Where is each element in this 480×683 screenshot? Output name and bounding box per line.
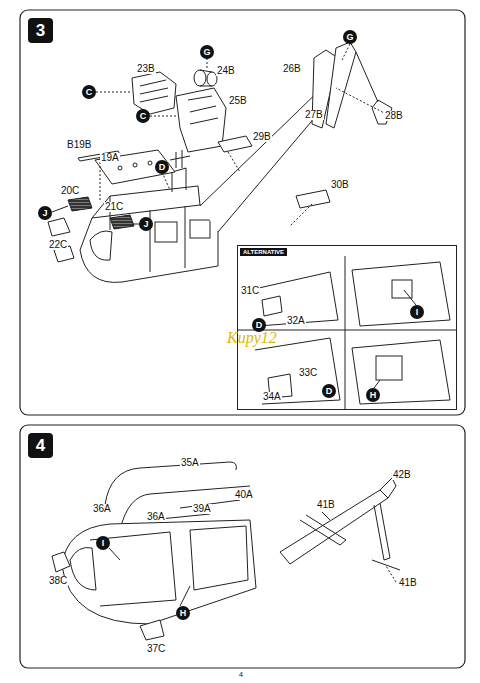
part-number: 19A	[100, 153, 120, 163]
part-number: 20C	[60, 186, 80, 196]
callout-letter: D	[155, 160, 169, 174]
part-number: B19B	[66, 140, 92, 150]
part-number: 41B	[398, 578, 418, 588]
callout-letter: G	[343, 30, 357, 44]
part-number: 22C	[48, 240, 68, 250]
callout-letter: I	[410, 305, 424, 319]
part-number: 24B	[216, 66, 236, 76]
watermark: Kupy12	[226, 330, 278, 346]
callout-text: G	[346, 33, 353, 42]
part-number: 41B	[316, 500, 336, 510]
callout-text: I	[102, 539, 105, 548]
callout-text: H	[180, 609, 187, 618]
part-number: 37C	[146, 644, 166, 654]
part-number: 25B	[228, 96, 248, 106]
callout-letter: J	[38, 206, 52, 220]
callout-letter: H	[176, 606, 190, 620]
callout-text: H	[370, 391, 377, 400]
part-number: 36A	[146, 512, 166, 522]
callout-text: C	[86, 88, 93, 97]
part-number: 32A	[286, 316, 306, 326]
part-number: 31C	[240, 286, 260, 296]
part-number: 30B	[330, 180, 350, 190]
part-number: 33C	[298, 368, 318, 378]
part-number: 39A	[192, 504, 212, 514]
callout-text: 3	[36, 22, 45, 39]
callout-text: J	[143, 220, 148, 229]
callout-letter: J	[139, 217, 153, 231]
panel-heading: ALTERNATIVE	[240, 248, 287, 256]
part-number: 42B	[392, 470, 412, 480]
callout-letter: C	[136, 109, 150, 123]
callout-text: 4	[36, 437, 45, 454]
part-number: 29B	[252, 132, 272, 142]
step-number: 4	[28, 433, 53, 458]
part-number: 35A	[180, 458, 200, 468]
callout-text: I	[416, 308, 419, 317]
callout-text: C	[140, 112, 147, 121]
callout-text: D	[256, 321, 263, 330]
callout-letter: C	[82, 85, 96, 99]
alternative-panel: ALTERNATIVE D I D H	[237, 245, 457, 410]
part-number: 38C	[48, 576, 68, 586]
part-number: 27B	[304, 110, 324, 120]
step-number: 3	[28, 18, 53, 43]
callout-letter: I	[96, 536, 110, 550]
callout-text: G	[203, 48, 210, 57]
part-number: 23B	[136, 64, 156, 74]
callout-text: D	[159, 163, 166, 172]
part-number: 34A	[262, 392, 282, 402]
callout-text: D	[326, 387, 333, 396]
callout-letter: G	[200, 45, 214, 59]
part-number: 40A	[234, 490, 254, 500]
callout-letter: D	[322, 384, 336, 398]
callout-text: J	[42, 209, 47, 218]
page-number: 4	[238, 671, 244, 678]
part-number: 36A	[92, 504, 112, 514]
part-number: 26B	[282, 64, 302, 74]
callout-letter: H	[366, 388, 380, 402]
part-number: 28B	[384, 111, 404, 121]
part-number: 21C	[104, 202, 124, 212]
